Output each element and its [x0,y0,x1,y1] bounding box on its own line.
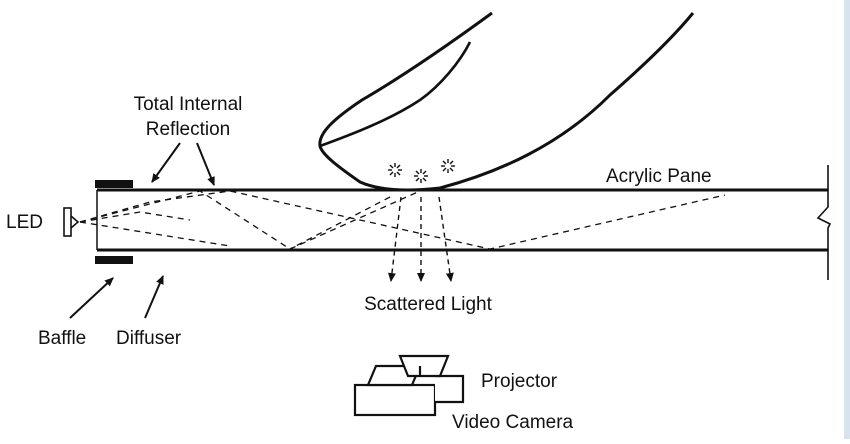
label-acrylic-pane: Acrylic Pane [606,166,712,187]
label-diffuser: Diffuser [116,328,182,349]
label-total-internal-line2: Reflection [146,119,231,140]
label-led: LED [6,212,43,233]
frame-edge [844,0,850,439]
finger-outline [318,11,695,192]
label-scattered-light: Scattered Light [364,294,493,315]
pointer-arrows [69,142,215,319]
label-baffle: Baffle [38,328,86,349]
led-icon [63,207,80,237]
label-video-camera: Video Camera [452,412,574,433]
acrylic-pane [96,165,832,280]
scattered-light-arrows [387,196,454,282]
projector-icon [398,354,465,404]
label-total-internal-line1: Total Internal [134,94,243,115]
light-paths [79,190,726,250]
sparkle-icons [388,159,455,183]
baffle-top [95,180,133,188]
fingernail [319,41,472,148]
label-projector: Projector [481,371,558,392]
baffle-bottom [95,256,133,264]
